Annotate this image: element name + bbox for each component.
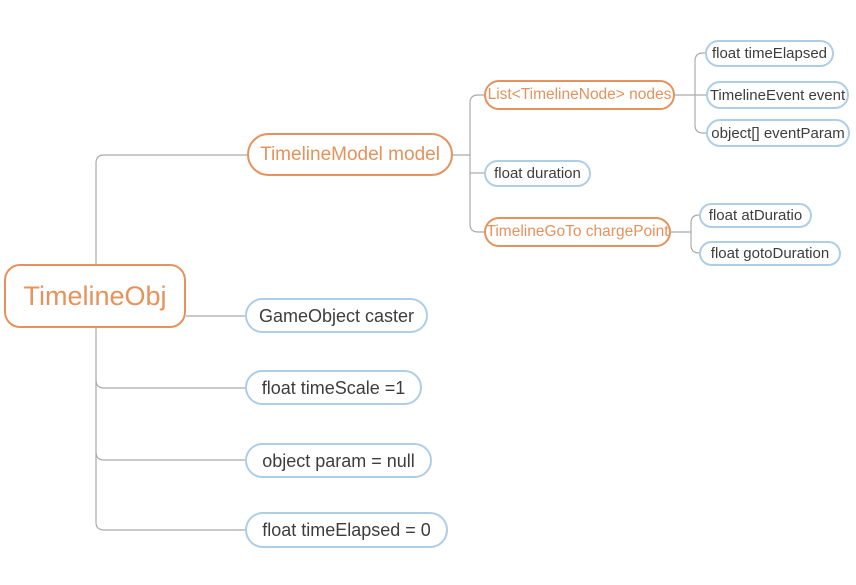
node-list-timelinenode-nodes[interactable]: List<TimelineNode> nodes xyxy=(484,80,675,110)
node-timelinegoto-chargepoint[interactable]: TimelineGoTo chargePoint xyxy=(484,217,671,247)
connector-goto-atduratio xyxy=(690,214,700,224)
node-object-eventparam[interactable]: object[] eventParam xyxy=(706,119,850,147)
node-object-param[interactable]: object param = null xyxy=(245,443,432,478)
connector-root-timelinemodel xyxy=(95,154,247,264)
node-float-timeelapsed-zero[interactable]: float timeElapsed = 0 xyxy=(245,512,448,548)
connector-root-objectparam xyxy=(95,451,245,461)
node-float-duration[interactable]: float duration xyxy=(484,160,591,187)
node-float-gotoduration[interactable]: float gotoDuration xyxy=(699,241,841,266)
connector-listnodes-eventparam xyxy=(694,124,706,134)
node-timelinemodel-model[interactable]: TimelineModel model xyxy=(247,133,453,176)
connector-goto-gotoduration xyxy=(690,244,700,254)
connector-root-bottom-trunk xyxy=(95,328,245,531)
node-timelineobj[interactable]: TimelineObj xyxy=(4,264,186,328)
node-float-atduratio[interactable]: float atDuratio xyxy=(699,203,812,228)
node-float-timeelapsed[interactable]: float timeElapsed xyxy=(705,40,834,67)
connector-timelinemodel-goto xyxy=(469,223,484,233)
connector-listnodes-timeelapsed xyxy=(694,52,705,62)
node-timelineevent-event[interactable]: TimelineEvent event xyxy=(706,81,849,109)
connector-timelinemodel-listnodes xyxy=(469,94,484,104)
connector-root-timescale xyxy=(95,379,245,389)
node-float-timescale[interactable]: float timeScale =1 xyxy=(245,370,422,405)
node-gameobject-caster[interactable]: GameObject caster xyxy=(245,298,428,333)
